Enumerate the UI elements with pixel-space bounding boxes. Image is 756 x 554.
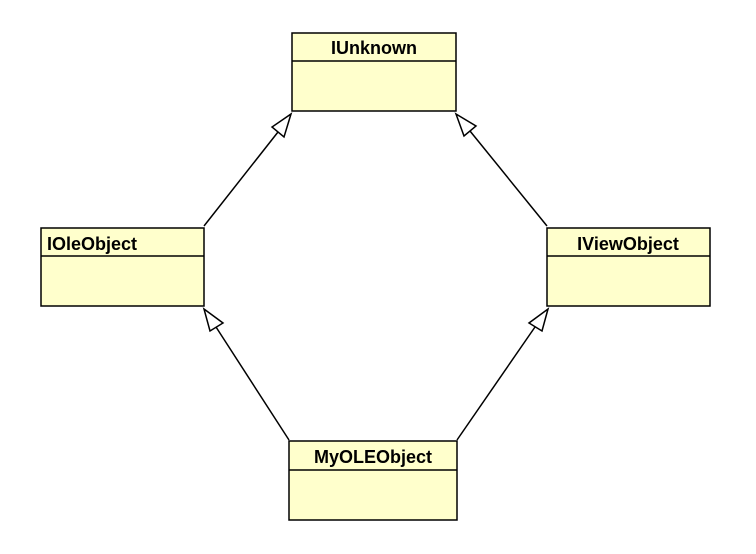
generalization-arrowhead-icon bbox=[270, 112, 293, 139]
class-name: MyOLEObject bbox=[314, 447, 432, 467]
class-iunknown[interactable]: IUnknown bbox=[291, 32, 457, 112]
class-name: IViewObject bbox=[577, 234, 679, 254]
generalization-arrowhead-icon bbox=[202, 307, 225, 333]
generalization-arrowhead-icon bbox=[454, 112, 478, 138]
edge-line bbox=[215, 326, 290, 441]
class-name: IOleObject bbox=[47, 234, 137, 254]
class-myoleobject[interactable]: MyOLEObject bbox=[288, 440, 458, 521]
class-name: IUnknown bbox=[331, 38, 417, 58]
edge-line bbox=[203, 131, 279, 227]
edge-ioleobject-to-iunknown bbox=[203, 112, 293, 227]
edge-line bbox=[456, 326, 536, 441]
edge-iviewobject-to-iunknown bbox=[454, 112, 548, 227]
class-box bbox=[291, 32, 457, 112]
class-box bbox=[546, 227, 711, 307]
class-iviewobject[interactable]: IViewObject bbox=[546, 227, 711, 307]
class-box bbox=[288, 440, 458, 521]
generalization-arrowhead-icon bbox=[527, 307, 550, 333]
class-box bbox=[40, 227, 205, 307]
edge-line bbox=[469, 130, 548, 227]
edge-myoleobject-to-ioleobject bbox=[202, 307, 290, 441]
edge-myoleobject-to-iviewobject bbox=[456, 307, 550, 441]
class-ioleobject[interactable]: IOleObject bbox=[40, 227, 205, 307]
